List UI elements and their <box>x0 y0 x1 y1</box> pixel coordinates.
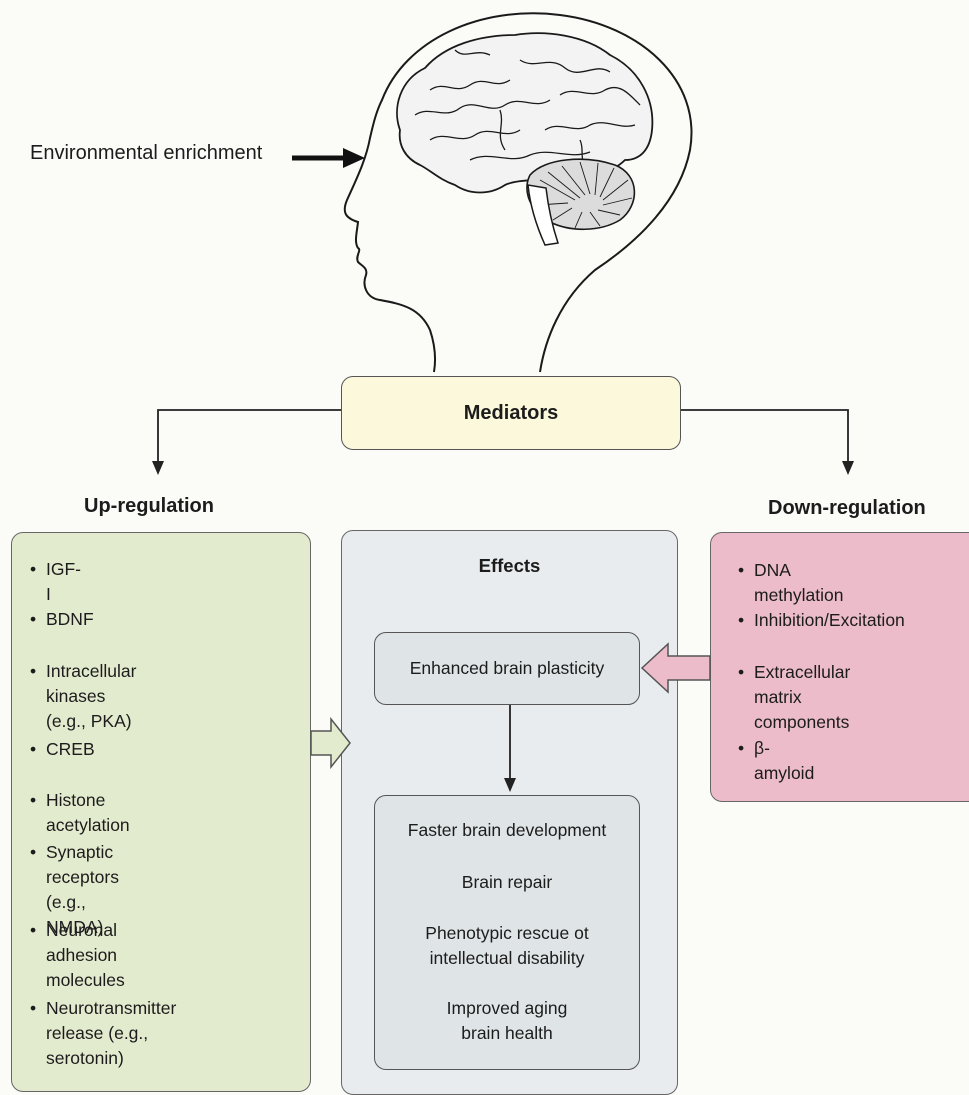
list-item: BDNF <box>30 607 94 632</box>
outcomes-box <box>374 795 640 1070</box>
enhanced-plasticity-label: Enhanced brain plasticity <box>409 658 605 678</box>
outcome-item: Brain repair <box>461 872 553 892</box>
list-item: Extracellular matrix components <box>738 660 850 735</box>
up-regulation-title: Up-regulation <box>84 495 214 517</box>
list-item: Inhibition/Excitation <box>738 608 905 633</box>
plasticity-arrow-head <box>504 778 516 792</box>
outcome-item: Phenotypic rescue ot intellectual disabi… <box>425 923 589 968</box>
list-item: CREB <box>30 737 95 762</box>
list-item: Intracellular kinases (e.g., PKA) <box>30 659 136 734</box>
arrow-to-up-regulation <box>152 461 164 475</box>
input-arrow-head <box>343 148 365 168</box>
down-regulation-title: Down-regulation <box>768 497 926 519</box>
list-item: Neurotransmitter release (e.g., serotoni… <box>30 996 176 1071</box>
arrow-to-down-regulation <box>842 461 854 475</box>
enhanced-plasticity-box: Enhanced brain plasticity <box>374 632 640 705</box>
effects-title: Effects <box>478 555 541 576</box>
mediators-label: Mediators <box>463 401 559 424</box>
outcome-item: Improved aging brain health <box>446 998 568 1043</box>
list-item: DNA methylation <box>738 558 844 608</box>
head-profile-outline <box>343 12 693 373</box>
environmental-enrichment-label: Environmental enrichment <box>30 142 263 164</box>
list-item: β-amyloid <box>738 736 814 786</box>
up-regulation-arrow <box>310 716 351 770</box>
list-item: Neuronal adhesion molecules <box>30 918 125 993</box>
down-regulation-arrow <box>640 642 711 694</box>
head-brain-illustration <box>292 12 693 373</box>
list-item: IGF-I <box>30 557 81 607</box>
outcome-item: Faster brain development <box>407 820 607 840</box>
cerebellum-folia <box>537 161 633 229</box>
brainstem <box>527 184 559 246</box>
list-item: Histone acetylation <box>30 788 130 838</box>
mediators-box: Mediators <box>341 376 681 450</box>
